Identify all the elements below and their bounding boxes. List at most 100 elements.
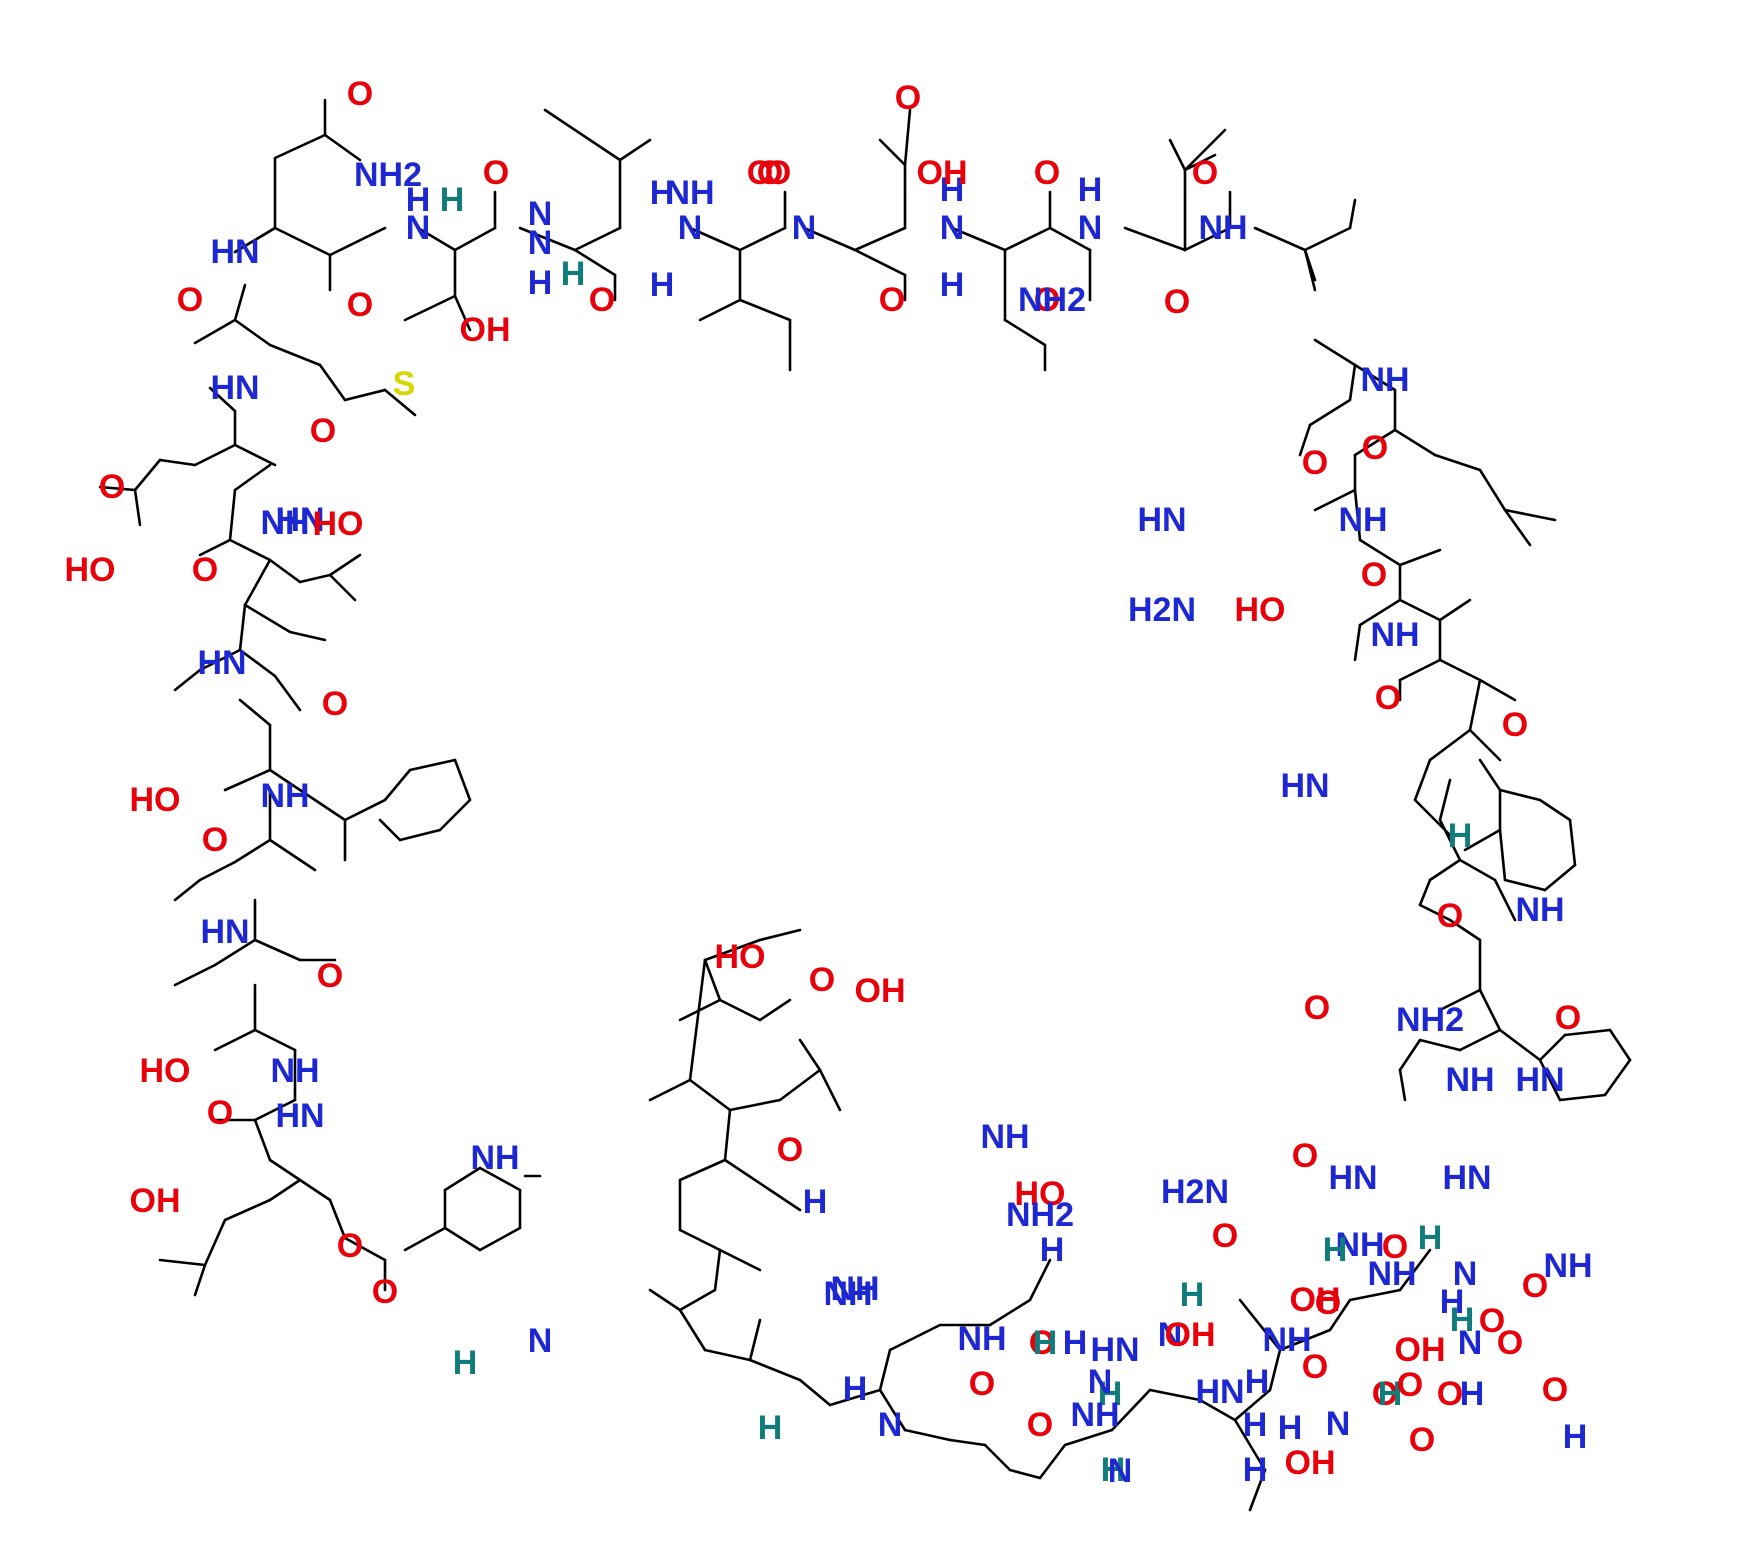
atom-label: H bbox=[1033, 1324, 1058, 1362]
atom-label: H bbox=[440, 181, 465, 219]
bond-line bbox=[238, 698, 272, 727]
bond-line bbox=[678, 1228, 722, 1252]
atom-label: HN bbox=[1195, 1373, 1244, 1411]
atom-label: H bbox=[1040, 1231, 1065, 1269]
atom-label: HN bbox=[1090, 1331, 1139, 1369]
bond-line bbox=[1478, 758, 1502, 792]
atom-label: OH bbox=[1290, 1281, 1341, 1319]
atom-label: HN bbox=[275, 501, 324, 539]
atom-label: O bbox=[1164, 283, 1190, 321]
bond-line bbox=[1003, 226, 1052, 252]
atom-label: N bbox=[792, 209, 817, 247]
bond-line bbox=[1358, 598, 1402, 627]
bond-line bbox=[328, 226, 387, 257]
atom-label: O bbox=[1362, 429, 1388, 467]
bond-line bbox=[1123, 226, 1187, 252]
bond-line bbox=[198, 648, 242, 672]
atom-label: HN bbox=[275, 1097, 324, 1135]
atom-label: O bbox=[895, 79, 921, 117]
bond-line bbox=[678, 1158, 727, 1182]
bond-line bbox=[853, 248, 907, 277]
bond-line bbox=[1438, 818, 1462, 862]
atom-label: S bbox=[393, 365, 416, 403]
bond-line bbox=[453, 226, 497, 252]
atom-label: H bbox=[1378, 1375, 1403, 1413]
bond-line bbox=[703, 938, 762, 962]
bond-line bbox=[1438, 778, 1452, 822]
atom-label: N bbox=[1088, 1363, 1113, 1401]
atom-label: HO bbox=[65, 551, 116, 589]
bond-line bbox=[478, 1166, 522, 1192]
atom-label: HO bbox=[130, 781, 181, 819]
atom-label: O bbox=[192, 551, 218, 589]
atom-label: O bbox=[337, 1227, 363, 1265]
bond-line bbox=[1183, 153, 1217, 172]
bond-line bbox=[478, 1226, 522, 1252]
atom-label: H bbox=[1243, 1406, 1268, 1444]
bond-line bbox=[1398, 1038, 1422, 1072]
bond-line bbox=[1478, 468, 1507, 512]
atom-label: H bbox=[1101, 1451, 1126, 1489]
bond-line bbox=[573, 248, 617, 277]
bond-line bbox=[98, 485, 137, 492]
bond-line bbox=[1498, 1028, 1542, 1062]
atom-label: H bbox=[453, 1344, 478, 1382]
atom-label: O bbox=[1302, 444, 1328, 482]
bond-line bbox=[1418, 903, 1452, 922]
atom-label: HN bbox=[210, 233, 259, 271]
atom-label: O bbox=[1304, 989, 1330, 1027]
bond-line bbox=[273, 133, 327, 160]
atom-label: O bbox=[1315, 1284, 1341, 1322]
bond-line bbox=[738, 226, 787, 252]
bond-line bbox=[288, 630, 327, 642]
atom-label: O bbox=[757, 154, 783, 192]
bond-line bbox=[233, 838, 272, 864]
atom-label: O bbox=[372, 1273, 398, 1311]
atom-label: OH bbox=[460, 311, 511, 349]
bond-line bbox=[193, 443, 237, 467]
atom-label: HN bbox=[200, 913, 249, 951]
atom-label: HN bbox=[1442, 1159, 1491, 1197]
atom-label: O bbox=[483, 154, 509, 192]
atom-label: H bbox=[1063, 1324, 1088, 1362]
atom-label: NH bbox=[1515, 891, 1564, 929]
atom-label: O bbox=[1034, 154, 1060, 192]
atom-label: O bbox=[322, 685, 348, 723]
bond-line bbox=[298, 858, 317, 872]
bond-line bbox=[198, 538, 232, 557]
atom-label: O bbox=[207, 1094, 233, 1132]
bond-line bbox=[233, 443, 277, 467]
atom-label: H bbox=[1418, 1219, 1443, 1257]
bond-line bbox=[1538, 1033, 1567, 1062]
bond-line bbox=[323, 133, 362, 162]
atom-label: O bbox=[177, 281, 203, 319]
bond-line bbox=[1313, 338, 1357, 367]
bond-line bbox=[416, 226, 457, 252]
bond-line bbox=[1353, 428, 1397, 457]
atom-label: H bbox=[1278, 1409, 1303, 1447]
bond-line bbox=[233, 226, 277, 254]
atom-label: H bbox=[528, 264, 553, 302]
bond-line bbox=[328, 553, 362, 577]
bond-line bbox=[1608, 1028, 1632, 1062]
atom-label: O bbox=[777, 1131, 803, 1169]
bond-line bbox=[678, 1308, 707, 1352]
atom-label: OH bbox=[917, 154, 968, 192]
atom-label: NH bbox=[665, 174, 714, 212]
bond-line bbox=[758, 928, 802, 942]
bond-line bbox=[618, 138, 652, 162]
bond-line bbox=[1503, 878, 1547, 892]
atom-label: HO bbox=[140, 1052, 191, 1090]
bond-line bbox=[208, 386, 237, 413]
atom-label: NH bbox=[1335, 1226, 1384, 1264]
atom-label: O bbox=[1302, 1348, 1328, 1386]
bond-lines bbox=[98, 98, 1632, 1512]
bond-line bbox=[238, 603, 247, 652]
atom-label: H bbox=[803, 1183, 828, 1221]
atom-label: HN bbox=[1328, 1159, 1377, 1197]
bond-line bbox=[1428, 858, 1462, 882]
bond-line bbox=[233, 283, 247, 322]
bond-line bbox=[1438, 598, 1472, 622]
bond-line bbox=[268, 1178, 302, 1202]
